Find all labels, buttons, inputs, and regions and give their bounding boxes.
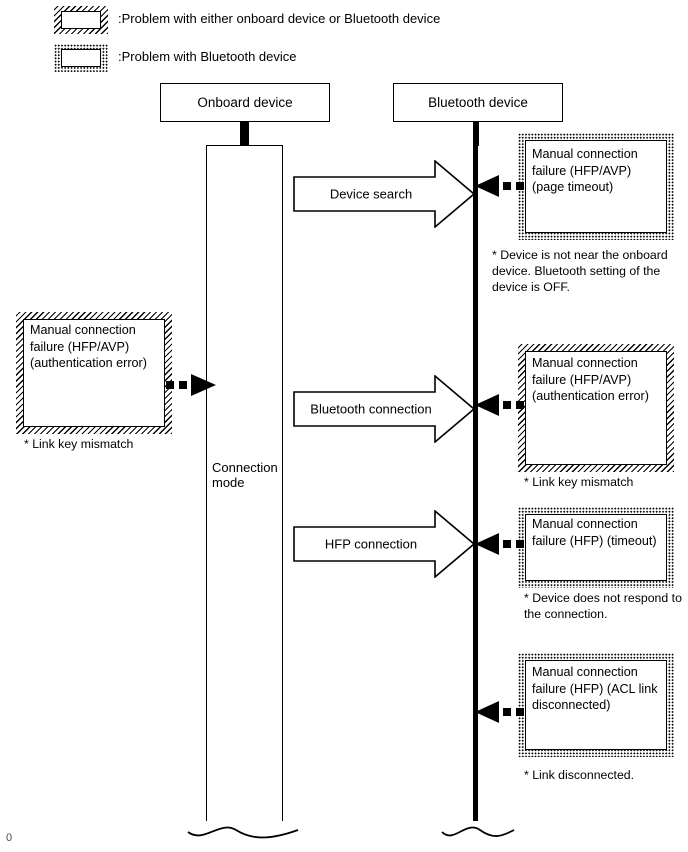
message-label-bluetooth-connection: Bluetooth connection xyxy=(310,401,432,417)
legend: :Problem with either onboard device or B… xyxy=(0,0,688,72)
connector-arrow-auth-error-right xyxy=(474,392,524,418)
legend-label-dots: :Problem with Bluetooth device xyxy=(118,49,297,64)
message-arrow-device-search: Device search xyxy=(293,160,475,228)
column-header-onboard-label: Onboard device xyxy=(197,95,293,110)
problem-text-acl-disconnected: Manual connection failure (HFP) (ACL lin… xyxy=(532,665,658,712)
problem-box-acl-disconnected-inner xyxy=(525,660,667,750)
bluetooth-stem xyxy=(473,122,479,146)
problem-box-auth-error-left xyxy=(16,312,172,434)
problem-note-hfp-timeout: * Device does not respond to the connect… xyxy=(524,591,682,621)
legend-swatch-dots-inner xyxy=(61,49,101,67)
problem-box-auth-error-left-inner xyxy=(23,319,165,427)
problem-note-auth-error-right: * Link key mismatch xyxy=(524,475,634,489)
onboard-activation-lane xyxy=(206,145,283,821)
problem-note-page-timeout: * Device is not near the onboard device.… xyxy=(492,248,668,294)
column-header-bluetooth-label: Bluetooth device xyxy=(428,95,528,110)
problem-box-page-timeout xyxy=(518,133,674,240)
problem-box-hfp-timeout-inner xyxy=(525,514,667,581)
problem-box-auth-error-right-inner xyxy=(525,351,667,465)
bluetooth-lifeline xyxy=(473,140,478,821)
problem-note-auth-error-left: * Link key mismatch xyxy=(24,437,134,451)
message-label-hfp-connection: HFP connection xyxy=(324,536,418,552)
problem-text-page-timeout: Manual connection failure (HFP/AVP) (pag… xyxy=(532,147,638,194)
problem-text-hfp-timeout: Manual connection failure (HFP) (timeout… xyxy=(532,517,657,548)
connector-arrow-page-timeout xyxy=(474,173,524,199)
problem-text-auth-error-right: Manual connection failure (HFP/AVP) (aut… xyxy=(532,356,649,403)
problem-box-acl-disconnected xyxy=(518,653,674,757)
message-label-device-search: Device search xyxy=(329,186,413,202)
onboard-break-line xyxy=(186,810,306,844)
connector-arrow-hfp-timeout xyxy=(474,531,524,557)
onboard-stem xyxy=(240,122,249,146)
legend-swatch-dots xyxy=(54,44,108,72)
problem-note-acl-disconnected: * Link disconnected. xyxy=(524,768,635,782)
problem-box-hfp-timeout xyxy=(518,507,674,588)
legend-swatch-hatch-inner xyxy=(61,11,101,29)
bluetooth-break-line xyxy=(440,810,520,844)
connector-arrow-acl-disconnected xyxy=(474,699,524,725)
connector-arrow-left-to-onboard xyxy=(166,372,218,398)
column-header-onboard: Onboard device xyxy=(160,83,330,122)
message-arrow-hfp-connection: HFP connection xyxy=(293,510,475,578)
legend-label-hatch: :Problem with either onboard device or B… xyxy=(118,11,441,26)
problem-text-auth-error-left: Manual connection failure (HFP/AVP) (aut… xyxy=(30,323,147,370)
problem-box-auth-error-right xyxy=(518,344,674,472)
page-mark: 0 xyxy=(6,832,13,844)
legend-swatch-hatch xyxy=(54,6,108,34)
problem-box-page-timeout-inner xyxy=(525,140,667,233)
column-header-bluetooth: Bluetooth device xyxy=(393,83,563,122)
message-arrow-bluetooth-connection: Bluetooth connection xyxy=(293,375,475,443)
